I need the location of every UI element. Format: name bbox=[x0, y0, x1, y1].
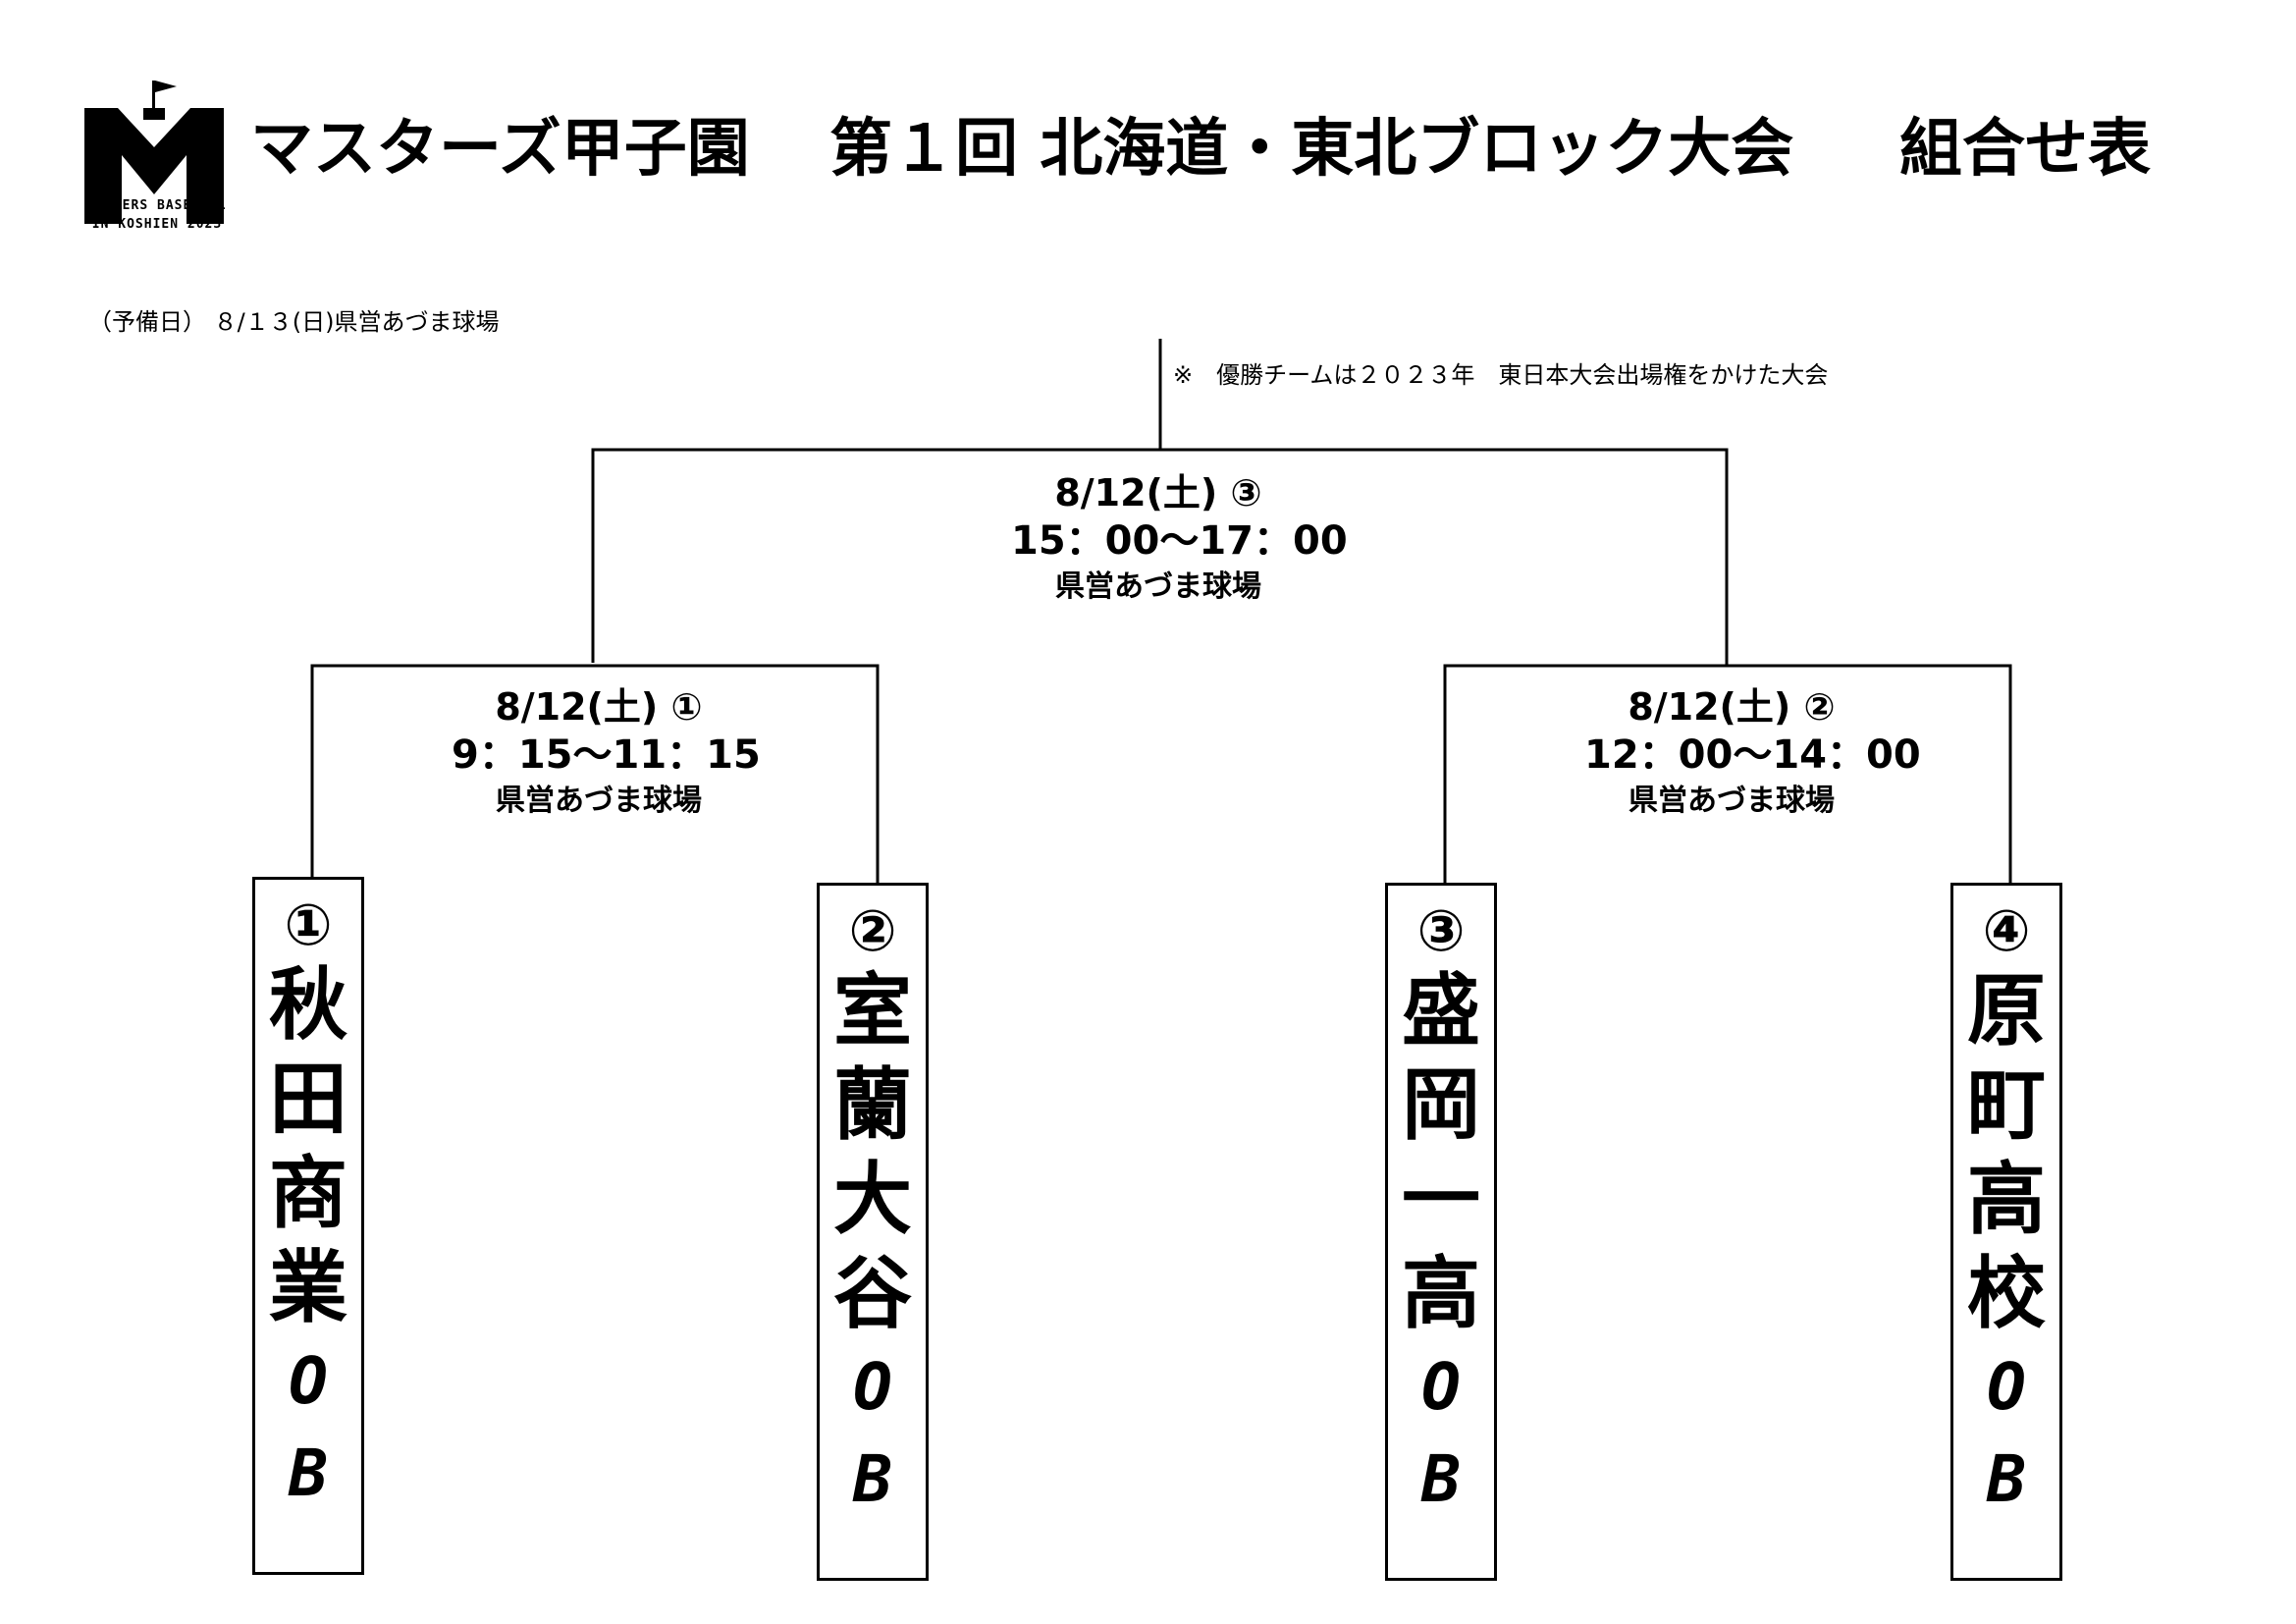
team-seed: ① bbox=[284, 892, 333, 958]
team-seed: ④ bbox=[1982, 897, 2031, 964]
reserve-day-note: （予備日） ８/１３(日)県営あづま球場 bbox=[88, 308, 500, 336]
team-suffix-char: B bbox=[289, 1435, 328, 1511]
match-semi1-date: 8/12(土) ① bbox=[495, 685, 703, 729]
team-name: 盛岡一高 bbox=[1388, 964, 1494, 1341]
title-tournament-name: マスターズ甲子園 bbox=[250, 113, 750, 186]
logo-caption-line1: MASTERS BASEBALL bbox=[87, 198, 227, 213]
team-suffix-char: B bbox=[853, 1441, 892, 1517]
team-name-char: 高 bbox=[1402, 1248, 1480, 1339]
match-semi2-date: 8/12(土) ② bbox=[1628, 685, 1836, 729]
team-name-char: 岡 bbox=[1402, 1059, 1480, 1151]
team-name-char: 商 bbox=[269, 1148, 347, 1239]
team-suffix-char: O bbox=[1421, 1349, 1461, 1425]
team-suffix-char: B bbox=[1987, 1441, 2026, 1517]
match-semi2-venue: 県営あづま球場 bbox=[1629, 784, 1835, 818]
team-suffix-char: B bbox=[1421, 1441, 1461, 1517]
team-name-char: 校 bbox=[1967, 1248, 2046, 1339]
team-name-char: 業 bbox=[269, 1242, 347, 1333]
team-name-char: 原 bbox=[1967, 965, 2046, 1056]
match-semi2-info: 8/12(土) ② 12：00〜14：00 県営あづま球場 bbox=[1584, 685, 1921, 821]
match-semi1-time: 9：15〜11：15 bbox=[452, 732, 761, 778]
logo-caption-line2: IN KOSHIEN 2023 bbox=[91, 217, 223, 232]
team-name-char: 盛 bbox=[1402, 965, 1480, 1056]
match-semi2-time: 12：00〜14：00 bbox=[1584, 732, 1921, 778]
match-final-info: 8/12(土) ③ 15：00〜17：00 県営あづま球場 bbox=[1011, 471, 1348, 607]
team-suffix-char: O bbox=[1987, 1349, 2026, 1425]
team-name-char: 一 bbox=[1402, 1154, 1480, 1245]
masters-koshien-logo bbox=[84, 81, 224, 224]
title-event: 第１回 北海道・東北ブロック大会 bbox=[829, 113, 1794, 186]
match-final-time: 15：00〜17：00 bbox=[1011, 518, 1348, 564]
championship-notice: ※ 優勝チームは２０２３年 東日本大会出場権をかけた大会 bbox=[1173, 361, 1829, 389]
team-suffix-char: O bbox=[289, 1343, 328, 1419]
team-name: 原町高校 bbox=[1953, 964, 2059, 1341]
title-bracket-label: 組合せ表 bbox=[1899, 113, 2151, 186]
team-name-char: 室 bbox=[833, 965, 912, 1056]
match-final-date: 8/12(土) ③ bbox=[1054, 471, 1262, 514]
team-name-char: 秋 bbox=[269, 959, 347, 1051]
team-name-char: 高 bbox=[1967, 1154, 2046, 1245]
team-name-char: 町 bbox=[1967, 1059, 2046, 1151]
team-name-char: 谷 bbox=[833, 1248, 912, 1339]
team-name-char: 大 bbox=[833, 1154, 912, 1245]
team-name: 室蘭大谷 bbox=[820, 964, 926, 1341]
team-seed: ③ bbox=[1416, 897, 1466, 964]
team-name-char: 蘭 bbox=[833, 1059, 912, 1151]
team-name-char: 田 bbox=[269, 1054, 347, 1145]
match-semi1-info: 8/12(土) ① 9：15〜11：15 県営あづま球場 bbox=[452, 685, 761, 821]
match-semi1-venue: 県営あづま球場 bbox=[496, 784, 702, 818]
match-final-venue: 県営あづま球場 bbox=[1055, 569, 1261, 604]
team-suffix-char: O bbox=[853, 1349, 892, 1425]
team-name: 秋田商業 bbox=[255, 958, 361, 1335]
team-seed: ② bbox=[848, 897, 897, 964]
